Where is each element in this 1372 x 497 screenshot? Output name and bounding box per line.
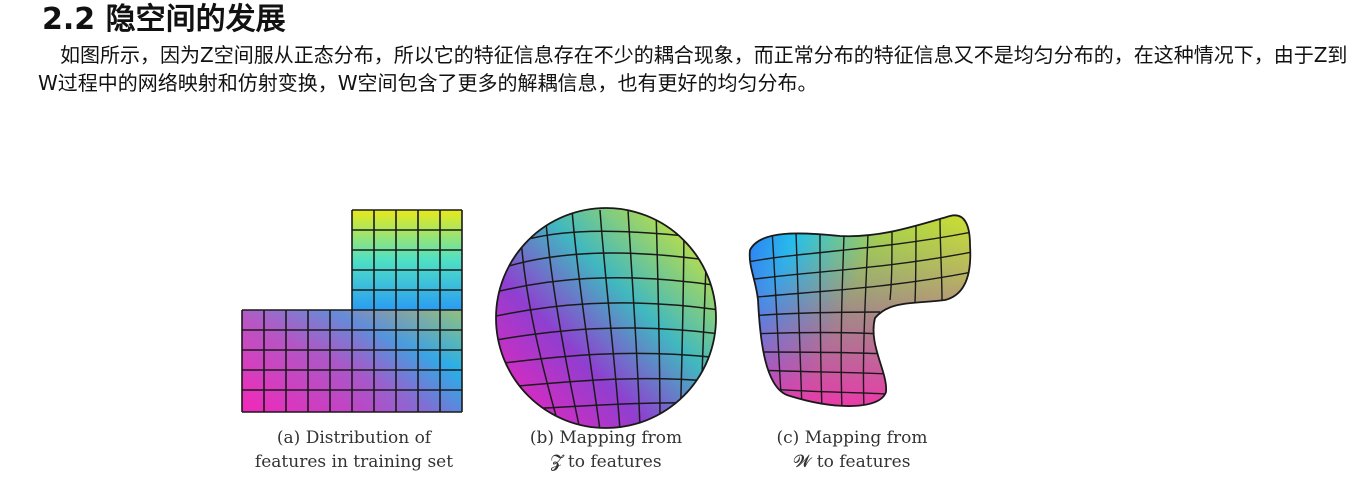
section-paragraph: 如图所示，因为Z空间服从正态分布，所以它的特征信息存在不少的耦合现象，而正常分布… <box>38 43 1348 95</box>
caption-b-line2: 𝓩 to features <box>550 452 662 472</box>
panel-a-grid <box>241 209 463 413</box>
caption-c-line2: 𝓦 to features <box>793 452 911 472</box>
section-heading: 2.2 隐空间的发展 <box>42 2 286 37</box>
caption-c-line1: (c) Mapping from <box>776 428 928 448</box>
caption-a: (a) Distribution of features in training… <box>236 426 472 474</box>
caption-b: (b) Mapping from 𝓩 to features <box>496 426 716 474</box>
caption-c: (c) Mapping from 𝓦 to features <box>744 426 960 474</box>
panel-b-grid <box>495 207 717 429</box>
panel-c-grid <box>748 214 972 407</box>
caption-b-line1: (b) Mapping from <box>529 428 683 448</box>
caption-a-line1: (a) Distribution of <box>276 428 432 448</box>
caption-a-line2: features in training set <box>254 452 454 472</box>
